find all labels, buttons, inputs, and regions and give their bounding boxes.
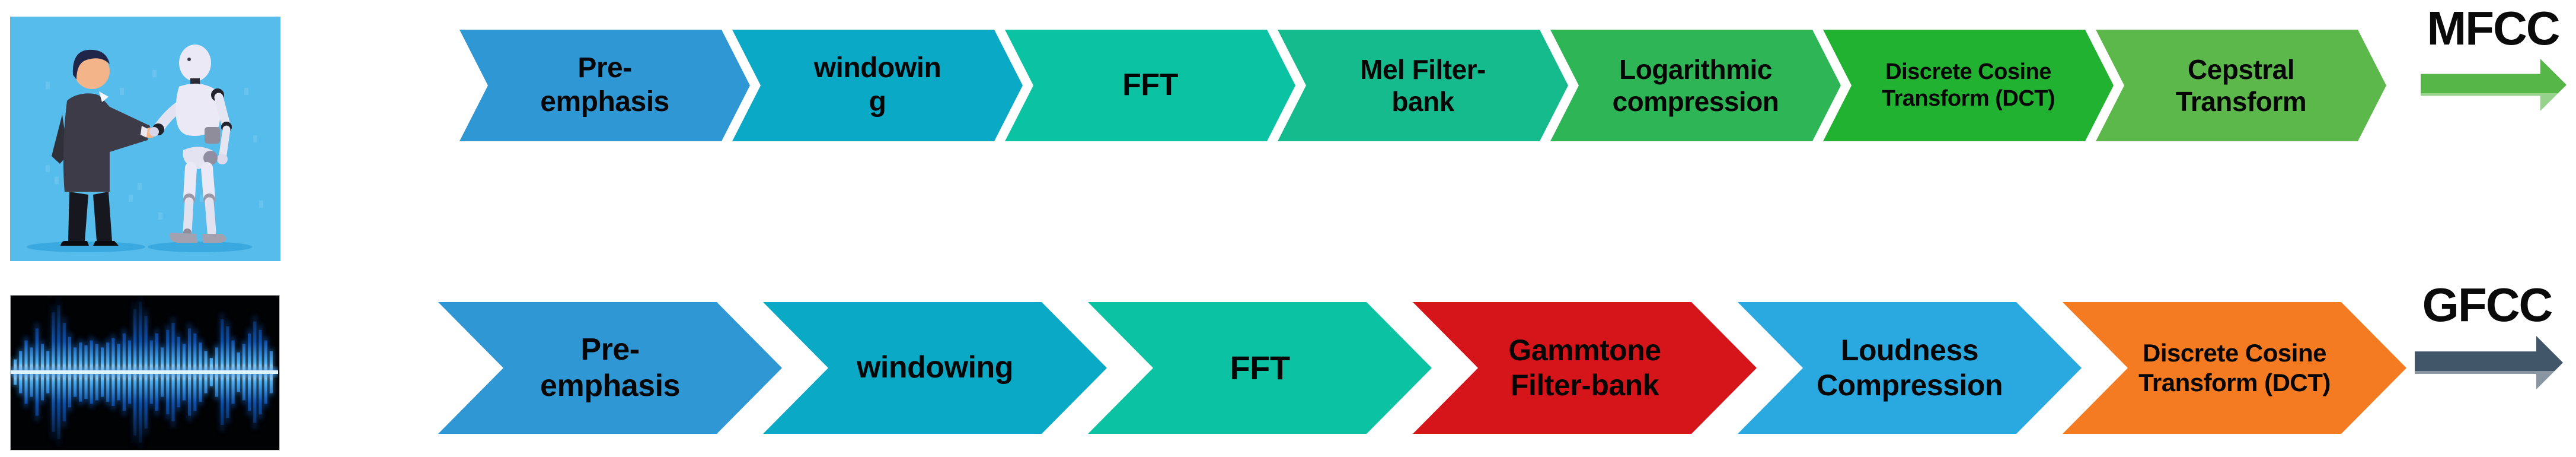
- mfcc-output-arrow-icon: [2421, 59, 2567, 111]
- gfcc-step-loudness-compression: Loudness Compression: [1738, 302, 2082, 434]
- mfcc-step-dct: Discrete Cosine Transform (DCT): [1823, 30, 2114, 141]
- step-label: Mel Filter- bank: [1360, 53, 1486, 117]
- human-robot-handshake-image: [10, 17, 280, 261]
- gfcc-step-dct: Discrete Cosine Transform (DCT): [2063, 302, 2406, 434]
- audio-waveform-image: [10, 295, 280, 450]
- mfcc-step-mel-filterbank: Mel Filter- bank: [1278, 30, 1568, 141]
- step-label: Loudness Compression: [1816, 334, 2003, 402]
- step-label: Cepstral Transform: [2175, 53, 2307, 117]
- step-label: Logarithmic compression: [1612, 53, 1779, 117]
- step-label: windowin g: [813, 52, 941, 118]
- step-label: Pre- emphasis: [540, 332, 680, 403]
- right-arrow-icon: [2415, 336, 2563, 389]
- gfcc-output-arrow-icon: [2415, 336, 2563, 389]
- handshake-illustration-icon: [10, 17, 280, 261]
- mfcc-step-windowing: windowin g: [732, 30, 1023, 141]
- gfcc-step-windowing: windowing: [763, 302, 1107, 434]
- step-label: Gammtone Filter-bank: [1508, 334, 1661, 402]
- gfcc-output-label: GFCC: [2422, 278, 2553, 331]
- gfcc-step-gammatone-filterbank: Gammtone Filter-bank: [1413, 302, 1757, 434]
- step-label: windowing: [856, 350, 1014, 385]
- step-label: Discrete Cosine Transform (DCT): [2138, 339, 2331, 396]
- mfcc-output-label: MFCC: [2427, 2, 2560, 55]
- step-label: Discrete Cosine Transform (DCT): [1881, 59, 2055, 111]
- mfcc-step-fft: FFT: [1005, 30, 1295, 141]
- step-label: FFT: [1122, 68, 1178, 103]
- right-arrow-icon: [2421, 59, 2567, 111]
- gfcc-step-fft: FFT: [1088, 302, 1432, 434]
- mfcc-step-log-compression: Logarithmic compression: [1550, 30, 1841, 141]
- gfcc-step-pre-emphasis: Pre- emphasis: [438, 302, 782, 434]
- step-label: Pre- emphasis: [540, 52, 669, 118]
- mfcc-step-pre-emphasis: Pre- emphasis: [459, 30, 750, 141]
- waveform-illustration-icon: [11, 296, 278, 450]
- step-label: FFT: [1230, 348, 1290, 386]
- mfcc-step-cepstral-transform: Cepstral Transform: [2096, 30, 2386, 141]
